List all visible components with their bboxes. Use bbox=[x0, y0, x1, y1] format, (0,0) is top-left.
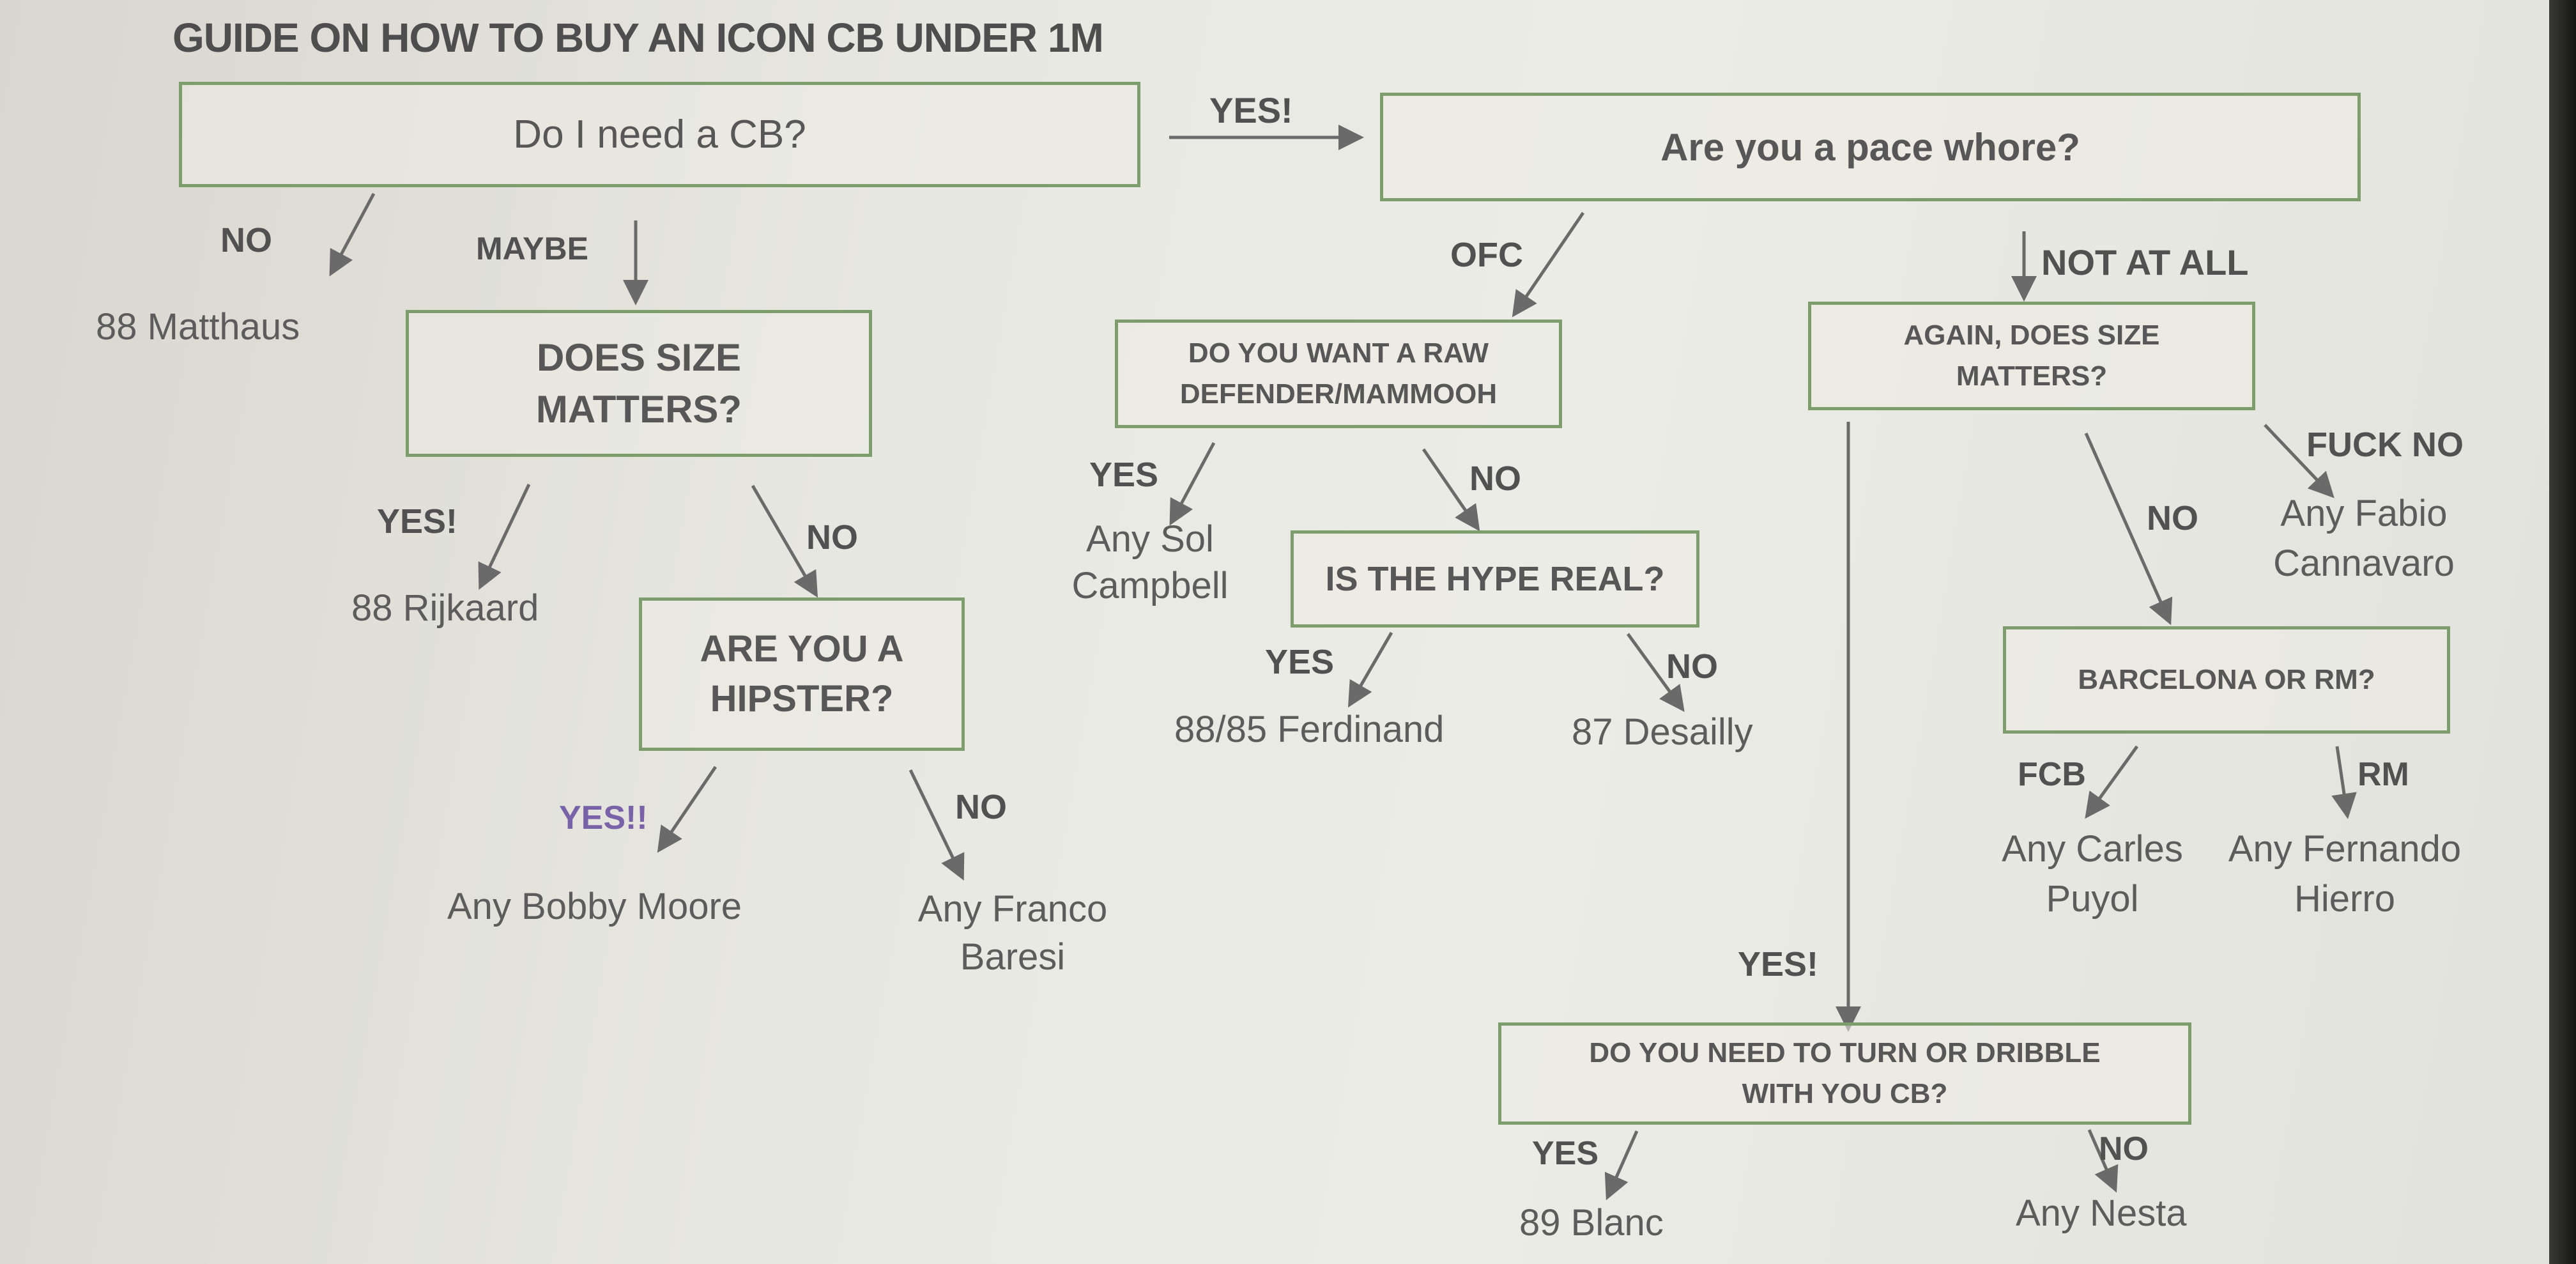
answer-matthaus: 88 Matthaus bbox=[96, 306, 300, 348]
answer-puyol: Any Carles Puyol bbox=[1984, 824, 2201, 925]
node-hipster-line1: ARE YOU A bbox=[700, 628, 904, 670]
answer-baresi-line1: Any Franco bbox=[917, 888, 1108, 930]
node-hipster: ARE YOU A HIPSTER? bbox=[639, 597, 965, 751]
arrow-no-hipster bbox=[751, 484, 818, 598]
edge-no-barca: NO bbox=[2147, 499, 2198, 537]
edge-fcb: FCB bbox=[2018, 756, 2086, 793]
node-barca-rm-text: BARCELONA OR RM? bbox=[2078, 664, 2375, 695]
node-raw-defender: DO YOU WANT A RAW DEFENDER/MAMMOOH bbox=[1115, 320, 1562, 428]
answer-cannavaro-line2: Cannavaro bbox=[2273, 543, 2455, 585]
page-title: GUIDE ON HOW TO BUY AN ICON CB UNDER 1M bbox=[172, 15, 1104, 61]
edge-yes-rijkaard: YES! bbox=[377, 502, 458, 541]
arrow-no-desailly bbox=[1626, 633, 1685, 713]
node-need-cb: Do I need a CB? bbox=[179, 82, 1140, 187]
edge-yes-moore: YES!! bbox=[559, 799, 648, 836]
node-barca-rm: BARCELONA OR RM? bbox=[2003, 626, 2450, 734]
arrow-no-hype bbox=[1422, 448, 1480, 532]
monitor-bezel bbox=[2549, 0, 2576, 1264]
answer-ferdinand: 88/85 Ferdinand bbox=[1174, 709, 1445, 750]
node-size-matters: DOES SIZE MATTERS? bbox=[406, 310, 872, 457]
arrow-yes-moore bbox=[657, 766, 717, 853]
node-size-matters-line2: MATTERS? bbox=[535, 388, 742, 431]
node-turn-dribble-line1: DO YOU NEED TO TURN OR DRIBBLE bbox=[1589, 1037, 2101, 1069]
node-hype-real: IS THE HYPE REAL? bbox=[1291, 530, 1699, 628]
edge-yes-blanc: YES bbox=[1532, 1135, 1599, 1172]
node-size-matters-again-line1: AGAIN, DOES SIZE bbox=[1903, 320, 2160, 351]
edge-maybe: MAYBE bbox=[476, 231, 588, 266]
answer-hierro-line2: Hierro bbox=[2294, 878, 2395, 920]
answer-baresi-line2: Baresi bbox=[960, 936, 1066, 978]
node-hype-real-text: IS THE HYPE REAL? bbox=[1325, 560, 1665, 598]
edge-yes-ferdinand: YES bbox=[1265, 643, 1335, 681]
answer-sol-line1: Any Sol bbox=[1086, 518, 1214, 560]
node-need-cb-text: Do I need a CB? bbox=[513, 112, 806, 157]
arrow-yes-rijkaard bbox=[478, 483, 531, 590]
edge-no-desailly: NO bbox=[1666, 647, 1718, 686]
edge-fuck-no: FUCK NO bbox=[2306, 426, 2464, 464]
edge-no-baresi: NO bbox=[955, 788, 1007, 826]
node-size-matters-again: AGAIN, DOES SIZE MATTERS? bbox=[1808, 302, 2255, 410]
answer-sol-campbell: Any Sol Campbell bbox=[1054, 516, 1246, 609]
edge-yes-pace: YES! bbox=[1209, 90, 1293, 130]
node-raw-defender-line1: DO YOU WANT A RAW bbox=[1188, 337, 1489, 369]
arrow-yes-blanc bbox=[1604, 1130, 1639, 1201]
answer-cannavaro: Any Fabio Cannavaro bbox=[2249, 489, 2479, 589]
edge-no-hype: NO bbox=[1469, 459, 1521, 498]
arrow-ofc bbox=[1512, 212, 1585, 318]
answer-baresi: Any Franco Baresi bbox=[898, 885, 1128, 982]
arrow-no-baresi bbox=[908, 769, 965, 881]
node-turn-dribble: DO YOU NEED TO TURN OR DRIBBLE WITH YOU … bbox=[1498, 1022, 2191, 1125]
edge-no-nesta: NO bbox=[2099, 1130, 2149, 1168]
edge-rm: RM bbox=[2358, 756, 2409, 793]
edge-ofc: OFC bbox=[1450, 236, 1523, 274]
answer-rijkaard: 88 Rijkaard bbox=[351, 587, 539, 629]
edge-no-matthaus: NO bbox=[220, 221, 272, 259]
answer-cannavaro-line1: Any Fabio bbox=[2280, 493, 2448, 534]
answer-desailly: 87 Desailly bbox=[1572, 711, 1753, 753]
node-size-matters-again-line2: MATTERS? bbox=[1956, 360, 2108, 392]
arrow-fcb bbox=[2085, 745, 2139, 819]
node-hipster-line2: HIPSTER? bbox=[710, 678, 894, 720]
node-pace-text: Are you a pace whore? bbox=[1660, 125, 2080, 169]
node-turn-dribble-line2: WITH YOU CB? bbox=[1742, 1078, 1948, 1109]
answer-puyol-line1: Any Carles bbox=[2002, 828, 2183, 870]
arrow-no-barca bbox=[2084, 432, 2173, 626]
answer-puyol-line2: Puyol bbox=[2046, 878, 2139, 920]
answer-hierro-line1: Any Fernando bbox=[2228, 828, 2462, 870]
edge-no-hipster: NO bbox=[806, 518, 858, 557]
answer-blanc: 89 Blanc bbox=[1519, 1202, 1664, 1244]
arrow-rm bbox=[2331, 746, 2357, 819]
edge-not-at-all: NOT AT ALL bbox=[2041, 242, 2249, 282]
answer-sol-line2: Campbell bbox=[1071, 564, 1229, 606]
edge-yes-turn: YES! bbox=[1738, 945, 1819, 983]
node-size-matters-line1: DOES SIZE bbox=[536, 336, 742, 379]
answer-hierro: Any Fernando Hierro bbox=[2211, 824, 2479, 925]
arrow-fuck-no bbox=[2264, 424, 2334, 498]
arrow-no-nesta bbox=[2087, 1129, 2119, 1193]
answer-nesta: Any Nesta bbox=[2016, 1192, 2187, 1234]
node-pace: Are you a pace whore? bbox=[1380, 93, 2361, 201]
arrow-yes-sol bbox=[1169, 442, 1216, 526]
edge-yes-sol: YES bbox=[1089, 456, 1159, 494]
arrow-yes-ferdinand bbox=[1347, 631, 1393, 708]
node-raw-defender-line2: DEFENDER/MAMMOOH bbox=[1179, 378, 1498, 410]
answer-bobby-moore: Any Bobby Moore bbox=[447, 886, 742, 927]
arrow-no-matthaus bbox=[329, 192, 376, 277]
